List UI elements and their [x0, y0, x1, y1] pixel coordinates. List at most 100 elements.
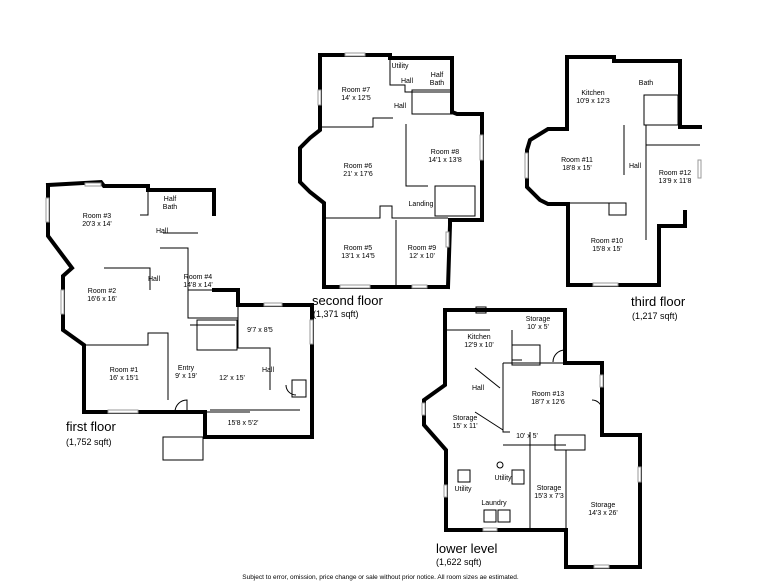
floor-title: lower level	[436, 541, 498, 556]
room-label: Hall	[262, 367, 274, 375]
room-name: Room #5	[343, 245, 373, 252]
room-size: 9' x 19'	[175, 373, 197, 380]
room-name: Room #1	[109, 367, 139, 374]
room-label: 12' x 15'	[219, 375, 245, 383]
room-name: Half	[430, 72, 444, 79]
room-label: Utility	[454, 486, 471, 494]
room-label: Hall	[472, 385, 484, 393]
room-name: Kitchen	[581, 90, 605, 97]
room-size: 18'8 x 15'	[562, 165, 592, 172]
room-size: 13'1 x 14'5	[341, 253, 375, 260]
room-size: 15' x 11'	[452, 423, 478, 430]
room-name: Hall	[400, 78, 414, 85]
room-label: 9'7 x 8'5	[247, 327, 273, 335]
room-name: Storage	[452, 415, 478, 422]
room-name: Room #3	[82, 213, 112, 220]
room-size: 20'3 x 14'	[82, 221, 112, 228]
room-name: Room #10	[590, 238, 624, 245]
floor-title: third floor	[631, 294, 686, 309]
room-name: Half	[163, 196, 177, 203]
floor-sqft: (1,622 sqft)	[436, 557, 482, 567]
room-size: 14' x 12'5	[341, 95, 371, 102]
room-label: Hall	[629, 163, 641, 171]
second-floor-plan	[298, 52, 484, 290]
room-size: 18'7 x 12'6	[531, 399, 565, 406]
room-name: Utility	[494, 475, 512, 482]
room-name: Storage	[536, 485, 562, 492]
room-name: Room #8	[430, 149, 460, 156]
room-size: 14'3 x 26'	[588, 510, 618, 517]
room-name: Bath	[429, 80, 445, 87]
room-label: Landing	[409, 201, 434, 209]
room-label: Bath	[639, 80, 653, 88]
room-label: Hall	[394, 103, 406, 111]
room-name: Hall	[393, 103, 407, 110]
room-name: Room #2	[87, 288, 117, 295]
room-name: Utility	[391, 63, 409, 70]
room-size: 15'8 x 15'	[592, 246, 622, 253]
floor-title: second floor	[312, 293, 383, 308]
room-size: 10' x 5'	[527, 324, 549, 331]
room-name: Room #9	[407, 245, 437, 252]
room-name: Hall	[471, 385, 485, 392]
room-name: Hall	[147, 276, 161, 283]
room-label: Hall	[401, 78, 413, 86]
room-label: Hall	[156, 228, 168, 236]
room-size: 14'1 x 13'8	[428, 157, 462, 164]
room-name: Hall	[155, 228, 169, 235]
room-name: Bath	[162, 204, 178, 211]
third-floor-plan	[524, 55, 702, 287]
room-name: Storage	[525, 316, 551, 323]
room-name: Kitchen	[467, 334, 491, 341]
room-size: 10'9 x 12'3	[576, 98, 610, 105]
room-size: 21' x 17'6	[343, 171, 373, 178]
room-size: 16'6 x 16'	[87, 296, 117, 303]
floor-title: first floor	[66, 419, 116, 434]
room-name: Room #7	[341, 87, 371, 94]
room-size: 16' x 15'1	[109, 375, 139, 382]
room-size: 14'8 x 14'	[183, 282, 213, 289]
room-name: Room #6	[343, 163, 373, 170]
room-label: 15'8 x 5'2'	[228, 420, 259, 428]
room-label: Utility	[494, 475, 511, 483]
floor-sqft: (1,371 sqft)	[313, 309, 359, 319]
room-name: Hall	[261, 367, 275, 374]
room-name: Landing	[408, 201, 434, 208]
room-size: 12' x 15'	[219, 375, 245, 382]
floor-sqft: (1,752 sqft)	[66, 437, 112, 447]
room-size: 15'8 x 5'2'	[227, 420, 259, 427]
room-name: Bath	[638, 80, 654, 87]
room-name: Laundry	[481, 500, 507, 507]
room-label: 10' x 5'	[516, 433, 538, 441]
room-name: Room #4	[183, 274, 213, 281]
disclaimer: Subject to error, omission, price change…	[242, 574, 519, 581]
room-name: Entry	[177, 365, 195, 372]
room-size: 9'7 x 8'5	[247, 327, 273, 334]
room-size: 13'9 x 11'8	[658, 178, 692, 185]
room-label: Laundry	[481, 500, 506, 508]
room-name: Room #13	[531, 391, 565, 398]
room-label: Hall	[148, 276, 160, 284]
room-label: Utility	[391, 63, 408, 71]
